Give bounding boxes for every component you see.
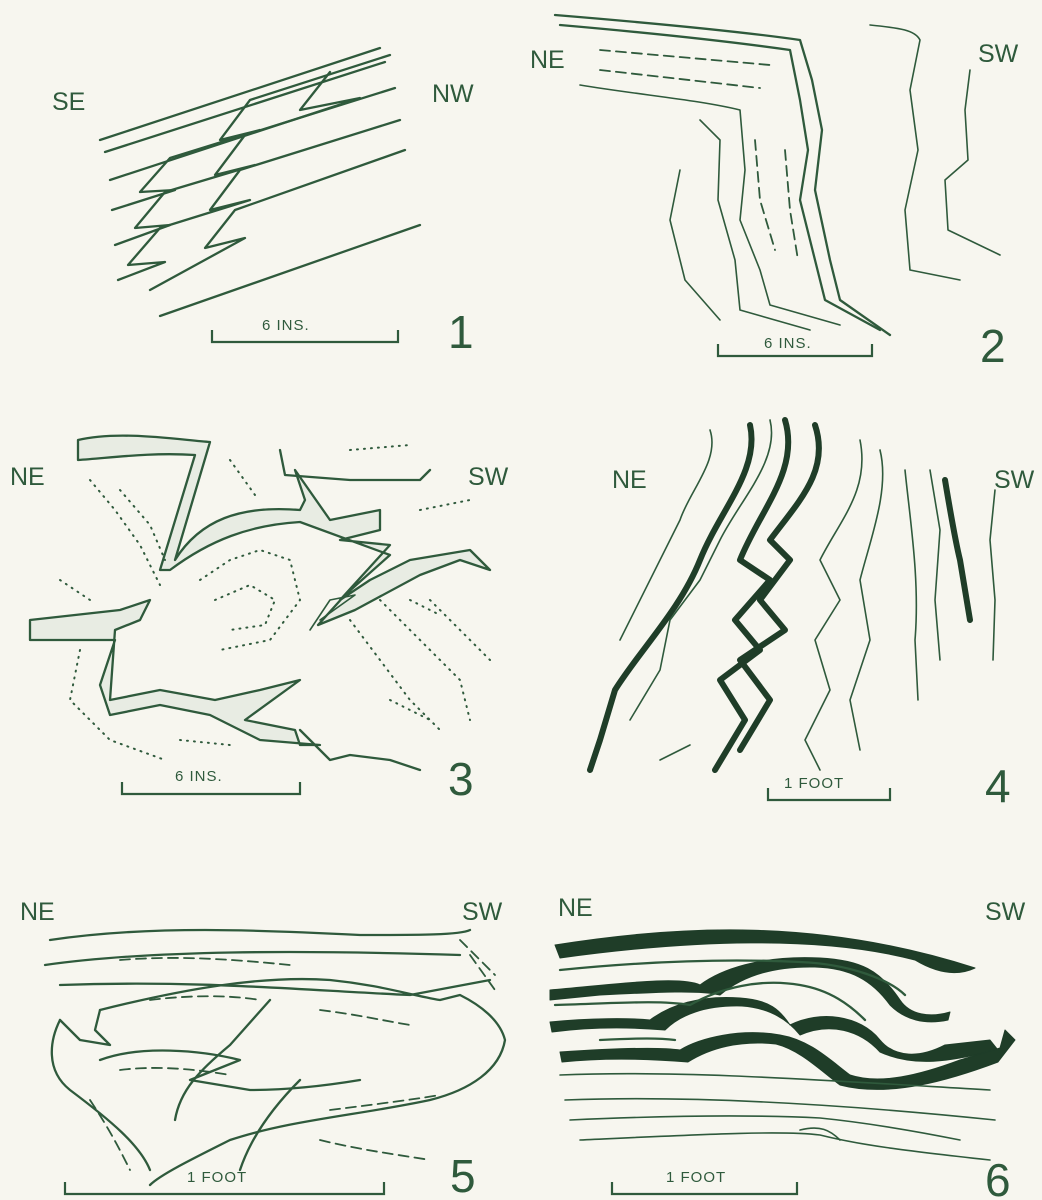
figure-4-folded-layers: [590, 420, 995, 770]
figure-2-number: 2: [980, 320, 1006, 372]
figure-4-scale-label: 1 FOOT: [784, 775, 844, 792]
figure-1-left-direction: SE: [52, 88, 85, 116]
figure-2: NE SW 6 INS. 2: [530, 15, 1019, 372]
figure-6-number: 6: [985, 1154, 1011, 1200]
figure-2-right-direction: SW: [978, 40, 1019, 68]
figure-3-left-direction: NE: [10, 463, 45, 491]
figure-3-number: 3: [448, 753, 474, 805]
figure-3-folded-layers: [30, 436, 490, 770]
figure-5-right-direction: SW: [462, 898, 503, 926]
figure-5-scale-label: 1 FOOT: [187, 1169, 247, 1186]
figure-2-folded-layers: [555, 15, 1000, 335]
figure-5-scale-bar: 1 FOOT: [65, 1169, 384, 1194]
figure-2-scale-bar: 6 INS.: [718, 335, 872, 356]
figure-4-number: 4: [985, 760, 1011, 812]
figure-6-scale-label: 1 FOOT: [666, 1169, 726, 1186]
figure-3-scale-label: 6 INS.: [175, 768, 223, 785]
figure-1: SE NW 6 INS. 1: [52, 48, 474, 358]
figure-4-scale-bar: 1 FOOT: [768, 775, 890, 800]
figure-6-folded-layers: [550, 930, 1015, 1160]
figure-6-left-direction: NE: [558, 894, 593, 922]
figure-3: NE SW 6 INS. 3: [10, 436, 509, 805]
figure-4-left-direction: NE: [612, 466, 647, 494]
figure-3-scale-bar: 6 INS.: [122, 768, 300, 794]
figure-6-scale-bar: 1 FOOT: [612, 1169, 797, 1194]
figure-5: NE SW 1 FOOT 5: [20, 898, 505, 1200]
figure-1-right-direction: NW: [432, 80, 474, 108]
figure-4-right-direction: SW: [994, 466, 1035, 494]
figure-5-folded-layers: [45, 930, 505, 1185]
figure-6-right-direction: SW: [985, 898, 1026, 926]
figure-1-scale-label: 6 INS.: [262, 317, 310, 334]
figure-1-folded-layers: [100, 48, 420, 316]
figure-5-number: 5: [450, 1150, 476, 1200]
figure-1-scale-bar: 6 INS.: [212, 317, 398, 342]
figure-1-number: 1: [448, 306, 474, 358]
figure-6: NE SW 1 FOOT 6: [550, 894, 1026, 1200]
figure-2-scale-label: 6 INS.: [764, 335, 812, 352]
figure-5-left-direction: NE: [20, 898, 55, 926]
figure-2-left-direction: NE: [530, 46, 565, 74]
figure-4: NE SW 1 FOOT 4: [590, 420, 1035, 812]
figure-3-right-direction: SW: [468, 463, 509, 491]
